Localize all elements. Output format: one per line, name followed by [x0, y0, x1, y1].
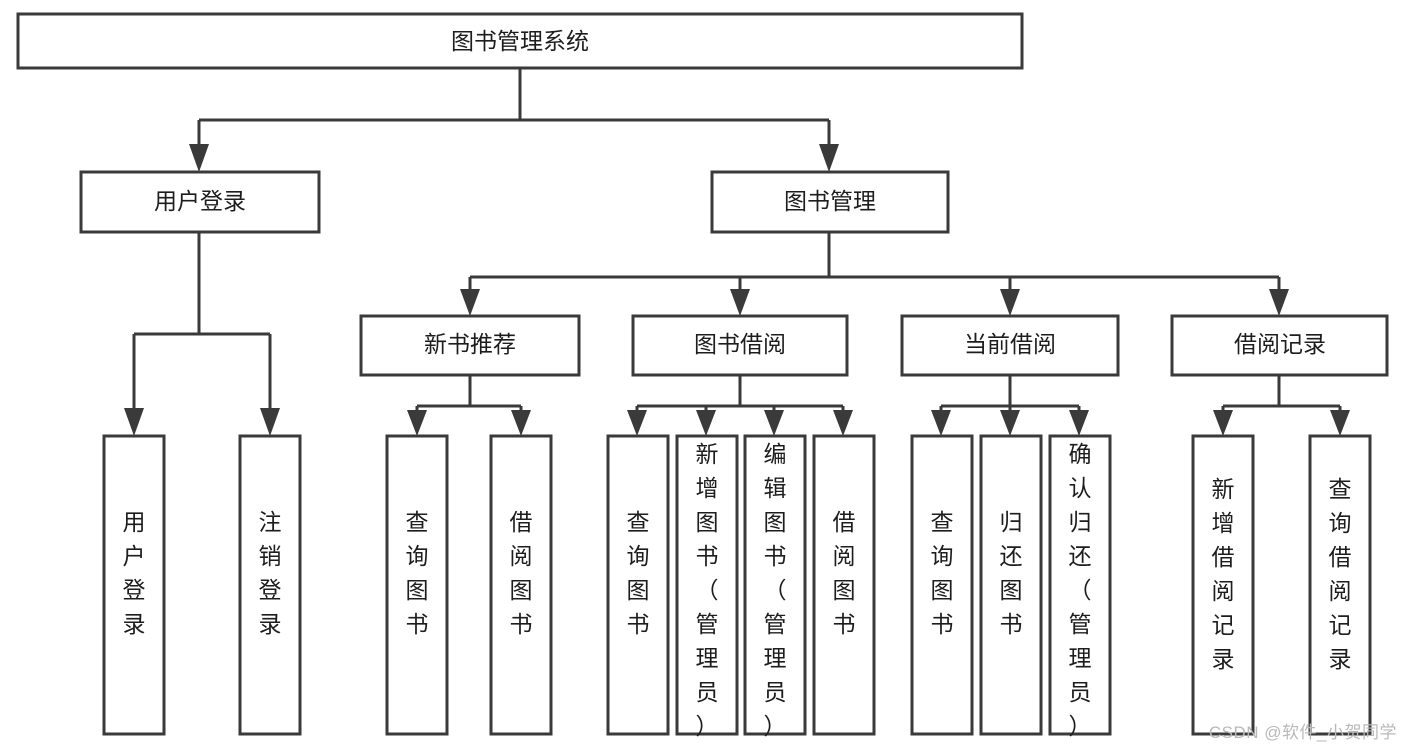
node-current-borrow-label: 当前借阅: [964, 331, 1056, 357]
node-current-borrow-box[interactable]: [900, 314, 1120, 377]
node-leaf-query-record-label: 查询借阅记录: [1329, 476, 1352, 672]
node-leaf-add-book[interactable]: 新增图书（管理员）: [675, 434, 739, 739]
node-leaf-query-book-3-box[interactable]: [910, 434, 974, 736]
node-leaf-logout[interactable]: 注销登录: [238, 434, 302, 736]
node-new-book-recommend-label: 新书推荐: [424, 331, 516, 357]
node-leaf-add-book-box[interactable]: [675, 434, 739, 736]
arrow-head-to-current-borrow: [1000, 289, 1020, 316]
node-leaf-borrow-book-2[interactable]: 借阅图书: [812, 434, 876, 736]
node-book-management-box[interactable]: [710, 170, 950, 234]
node-leaf-query-book-2[interactable]: 查询图书: [606, 434, 670, 736]
arrow-head-leaf-logout: [260, 408, 280, 436]
node-book-borrow-label: 图书借阅: [694, 331, 786, 357]
node-leaf-query-book-1-label: 查询图书: [406, 509, 429, 637]
node-book-borrow[interactable]: 图书借阅: [631, 314, 849, 377]
arrow-head-leaf-add-book: [696, 410, 716, 436]
node-leaf-confirm-return-label: 确认归还（管理员）: [1069, 441, 1092, 739]
node-book-management-label: 图书管理: [784, 188, 876, 214]
node-leaf-query-record-box[interactable]: [1308, 434, 1372, 736]
node-borrow-record-box[interactable]: [1170, 314, 1389, 377]
node-leaf-logout-box[interactable]: [238, 434, 302, 736]
node-book-management[interactable]: 图书管理: [710, 170, 950, 234]
arrow-head-to-borrow-record: [1269, 289, 1289, 316]
arrow-head-leaf-query-book-1: [407, 410, 427, 436]
node-leaf-confirm-return[interactable]: 确认归还（管理员）: [1048, 434, 1112, 739]
node-book-borrow-box[interactable]: [631, 314, 849, 377]
connector-layer: [124, 68, 1350, 436]
arrow-head-leaf-query-book-2: [627, 410, 647, 436]
node-leaf-edit-book[interactable]: 编辑图书（管理员）: [743, 434, 807, 739]
arrow-head-leaf-borrow-book-2: [833, 410, 853, 436]
node-new-book-recommend-box[interactable]: [359, 314, 581, 377]
node-leaf-return-book-label: 归还图书: [1000, 509, 1023, 637]
node-leaf-edit-book-label: 编辑图书（管理员）: [764, 441, 787, 739]
arrow-head-to-book-borrow: [730, 289, 750, 316]
node-leaf-return-book-box[interactable]: [979, 434, 1043, 736]
arrow-head-leaf-return-book: [1000, 410, 1020, 436]
node-new-book-recommend[interactable]: 新书推荐: [359, 314, 581, 377]
node-leaf-query-record[interactable]: 查询借阅记录: [1308, 434, 1372, 736]
node-leaf-user-login[interactable]: 用户登录: [102, 434, 166, 736]
node-leaf-query-book-1-box[interactable]: [385, 434, 449, 736]
node-leaf-query-book-2-box[interactable]: [606, 434, 670, 736]
arrow-head-to-book-mgmt: [819, 144, 839, 172]
arrow-head-to-new-book: [460, 289, 480, 316]
node-borrow-record-label: 借阅记录: [1234, 331, 1326, 357]
node-borrow-record[interactable]: 借阅记录: [1170, 314, 1389, 377]
node-leaf-query-book-3-label: 查询图书: [931, 509, 954, 637]
csdn-watermark: CSDN @软件_小贺同学: [1208, 723, 1397, 742]
node-leaf-add-record-box[interactable]: [1191, 434, 1255, 736]
node-leaf-query-book-1[interactable]: 查询图书: [385, 434, 449, 736]
node-user-login[interactable]: 用户登录: [79, 170, 321, 234]
node-root-system-box[interactable]: [16, 12, 1024, 70]
arrow-head-to-user-login: [189, 144, 209, 172]
node-leaf-edit-book-box[interactable]: [743, 434, 807, 736]
node-current-borrow[interactable]: 当前借阅: [900, 314, 1120, 377]
node-leaf-user-login-box[interactable]: [102, 434, 166, 736]
node-leaf-add-book-label: 新增图书（管理员）: [696, 441, 719, 739]
arrow-head-leaf-query-record: [1330, 410, 1350, 436]
node-root-system[interactable]: 图书管理系统: [16, 12, 1024, 70]
node-leaf-add-record-label: 新增借阅记录: [1212, 476, 1235, 672]
node-leaf-borrow-book-2-label: 借阅图书: [833, 509, 856, 637]
node-leaf-query-book-3[interactable]: 查询图书: [910, 434, 974, 736]
node-leaf-query-book-2-label: 查询图书: [627, 509, 650, 637]
node-user-login-box[interactable]: [79, 170, 321, 234]
arrow-head-leaf-add-record: [1213, 410, 1233, 436]
node-leaf-confirm-return-box[interactable]: [1048, 434, 1112, 736]
arrow-head-leaf-confirm-return: [1069, 410, 1089, 436]
node-root-system-label: 图书管理系统: [451, 28, 589, 54]
node-leaf-borrow-book-1[interactable]: 借阅图书: [489, 434, 553, 736]
arrow-head-leaf-borrow-book-1: [511, 410, 531, 436]
arrow-head-leaf-query-book-3: [931, 410, 951, 436]
node-leaf-return-book[interactable]: 归还图书: [979, 434, 1043, 736]
node-leaf-borrow-book-1-box[interactable]: [489, 434, 553, 736]
node-leaf-logout-label: 注销登录: [259, 509, 282, 637]
arrow-head-leaf-edit-book: [764, 410, 784, 436]
node-leaf-borrow-book-1-label: 借阅图书: [510, 509, 533, 637]
node-leaf-borrow-book-2-box[interactable]: [812, 434, 876, 736]
node-user-login-label: 用户登录: [154, 188, 246, 214]
arrow-head-leaf-user-login: [124, 408, 144, 436]
node-leaf-add-record[interactable]: 新增借阅记录: [1191, 434, 1255, 736]
node-leaf-user-login-label: 用户登录: [123, 509, 146, 637]
